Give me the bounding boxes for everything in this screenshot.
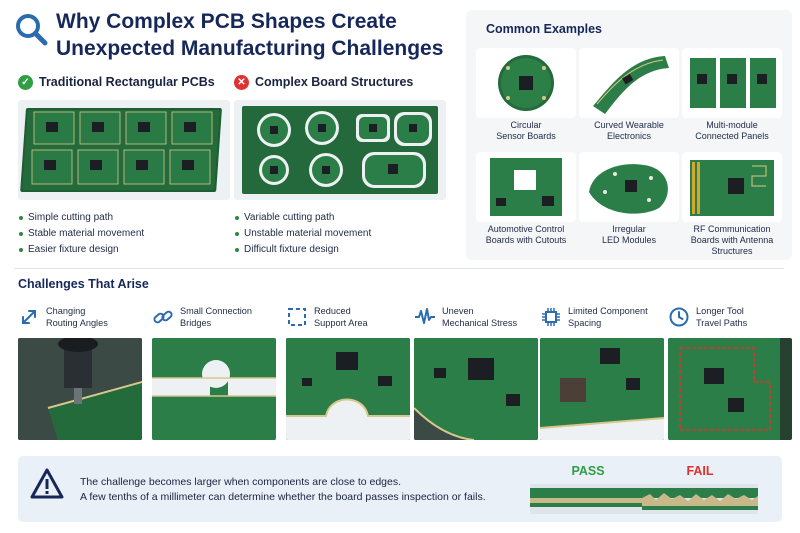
routing-angles-photo: [18, 338, 142, 440]
complex-column: ✕ Complex Board Structures: [234, 72, 446, 257]
example-caption-line: RF Communication: [693, 224, 771, 234]
diagonal-arrows-icon: [22, 310, 36, 324]
waveform-icon: [415, 308, 435, 324]
challenge-tool-travel: Longer Tool Travel Paths: [668, 305, 792, 443]
fail-example: FAIL: [642, 464, 758, 516]
clean-edge-image: [530, 484, 646, 514]
challenge-label-line: Limited Component: [568, 306, 648, 316]
multi-module-image: [682, 48, 782, 118]
section-divider: [14, 268, 784, 269]
complex-heading-label: Complex Board Structures: [255, 75, 414, 89]
example-caption-line: Boards with Cutouts: [485, 235, 567, 245]
automotive-board-image: [476, 152, 576, 222]
tool-travel-photo: [668, 338, 792, 440]
example-caption-line: Boards with Antenna: [690, 235, 774, 245]
bullet-item: Stable material movement: [18, 226, 230, 242]
example-caption-line: Multi-module: [706, 120, 758, 130]
example-caption-line: LED Modules: [601, 235, 657, 245]
check-circle-icon: ✓: [18, 74, 33, 90]
example-caption-line: Structures: [711, 246, 753, 256]
warning-line-1: The challenge becomes larger when compon…: [80, 476, 402, 488]
example-caption-line: Curved Wearable: [594, 120, 664, 130]
pass-label: PASS: [571, 464, 605, 478]
traditional-bullet-list: Simple cutting path Stable material move…: [18, 210, 230, 258]
example-caption-line: Sensor Boards: [496, 131, 556, 141]
title-line-1: Why Complex PCB Shapes Create: [56, 10, 397, 33]
dashed-square-icon: [288, 308, 306, 326]
example-caption-line: Connected Panels: [695, 131, 769, 141]
x-circle-icon: ✕: [234, 74, 249, 90]
example-caption-line: Electronics: [606, 131, 651, 141]
challenge-reduced-support: Reduced Support Area: [286, 305, 410, 443]
example-automotive-control: Automotive Control Boards with Cutouts: [476, 152, 576, 246]
challenge-label-line: Routing Angles: [46, 318, 108, 328]
traditional-heading: ✓ Traditional Rectangular PCBs: [18, 72, 230, 92]
traditional-heading-label: Traditional Rectangular PCBs: [39, 75, 215, 89]
rough-edge-image: [642, 484, 758, 514]
edge-warning-bar: The challenge becomes larger when compon…: [18, 456, 782, 522]
challenge-label-line: Changing: [46, 306, 86, 316]
common-examples-panel: Common Examples Circular Sensor Boards C…: [466, 10, 792, 260]
complex-panel-image: [234, 100, 446, 200]
challenge-routing-angles: Changing Routing Angles: [18, 305, 142, 443]
example-irregular-led: Irregular LED Modules: [579, 152, 679, 246]
challenge-label-line: Uneven: [442, 306, 474, 316]
example-caption-line: Irregular: [612, 224, 646, 234]
challenge-label-line: Small Connection: [180, 306, 253, 316]
bullet-item: Simple cutting path: [18, 210, 230, 226]
curved-board-image: [579, 48, 679, 118]
complex-bullet-list: Variable cutting path Unstable material …: [234, 210, 446, 258]
example-rf-communication: RF Communication Boards with Antenna Str…: [682, 152, 782, 257]
example-caption-line: Automotive Control: [487, 224, 565, 234]
example-caption-line: Circular: [510, 120, 542, 130]
bullet-item: Difficult fixture design: [234, 242, 446, 258]
bullet-item: Easier fixture design: [18, 242, 230, 258]
page-title: Why Complex PCB Shapes Create Unexpected…: [56, 8, 466, 62]
page-header: Why Complex PCB Shapes Create Unexpected…: [14, 6, 464, 66]
chain-link-icon: [153, 310, 173, 324]
clock-icon: [669, 307, 689, 327]
warning-line-2: A few tenths of a millimeter can determi…: [80, 491, 486, 503]
challenge-label-line: Mechanical Stress: [442, 318, 518, 328]
challenge-label-line: Reduced: [314, 306, 351, 316]
pass-example: PASS: [530, 464, 646, 516]
traditional-column: ✓ Traditional Rectangular PCBs: [18, 72, 230, 257]
challenge-label-line: Support Area: [314, 318, 368, 328]
example-circular-sensor: Circular Sensor Boards: [476, 48, 576, 142]
circular-board-image: [476, 48, 576, 118]
irregular-led-image: [579, 152, 679, 222]
rectangular-panel-image: [18, 100, 230, 200]
chip-icon: [542, 308, 560, 326]
mechanical-stress-photo: [414, 338, 538, 440]
magnifier-icon: [16, 14, 48, 46]
challenges-heading: Challenges That Arise: [18, 277, 149, 291]
example-curved-wearable: Curved Wearable Electronics: [579, 48, 679, 142]
challenge-label-line: Longer Tool: [696, 306, 744, 316]
challenge-connection-bridges: Small Connection Bridges: [152, 305, 276, 443]
comparison-section: ✓ Traditional Rectangular PCBs: [14, 72, 454, 257]
challenge-component-spacing: Limited Component Spacing: [540, 305, 664, 443]
connection-bridges-photo: [152, 338, 276, 440]
title-line-2: Unexpected Manufacturing Challenges: [56, 37, 444, 60]
component-spacing-photo: [540, 338, 664, 440]
challenge-mechanical-stress: Uneven Mechanical Stress: [414, 305, 538, 443]
challenge-label-line: Bridges: [180, 318, 212, 328]
bullet-item: Unstable material movement: [234, 226, 446, 242]
challenge-label-line: Travel Paths: [696, 318, 748, 328]
warning-triangle-icon: [30, 468, 64, 499]
fail-label: FAIL: [686, 464, 714, 478]
common-examples-heading: Common Examples: [486, 22, 603, 36]
rf-board-image: [682, 152, 782, 222]
complex-heading: ✕ Complex Board Structures: [234, 72, 446, 92]
reduced-support-photo: [286, 338, 410, 440]
example-multi-module: Multi-module Connected Panels: [682, 48, 782, 142]
challenge-label-line: Spacing: [568, 318, 602, 328]
bullet-item: Variable cutting path: [234, 210, 446, 226]
